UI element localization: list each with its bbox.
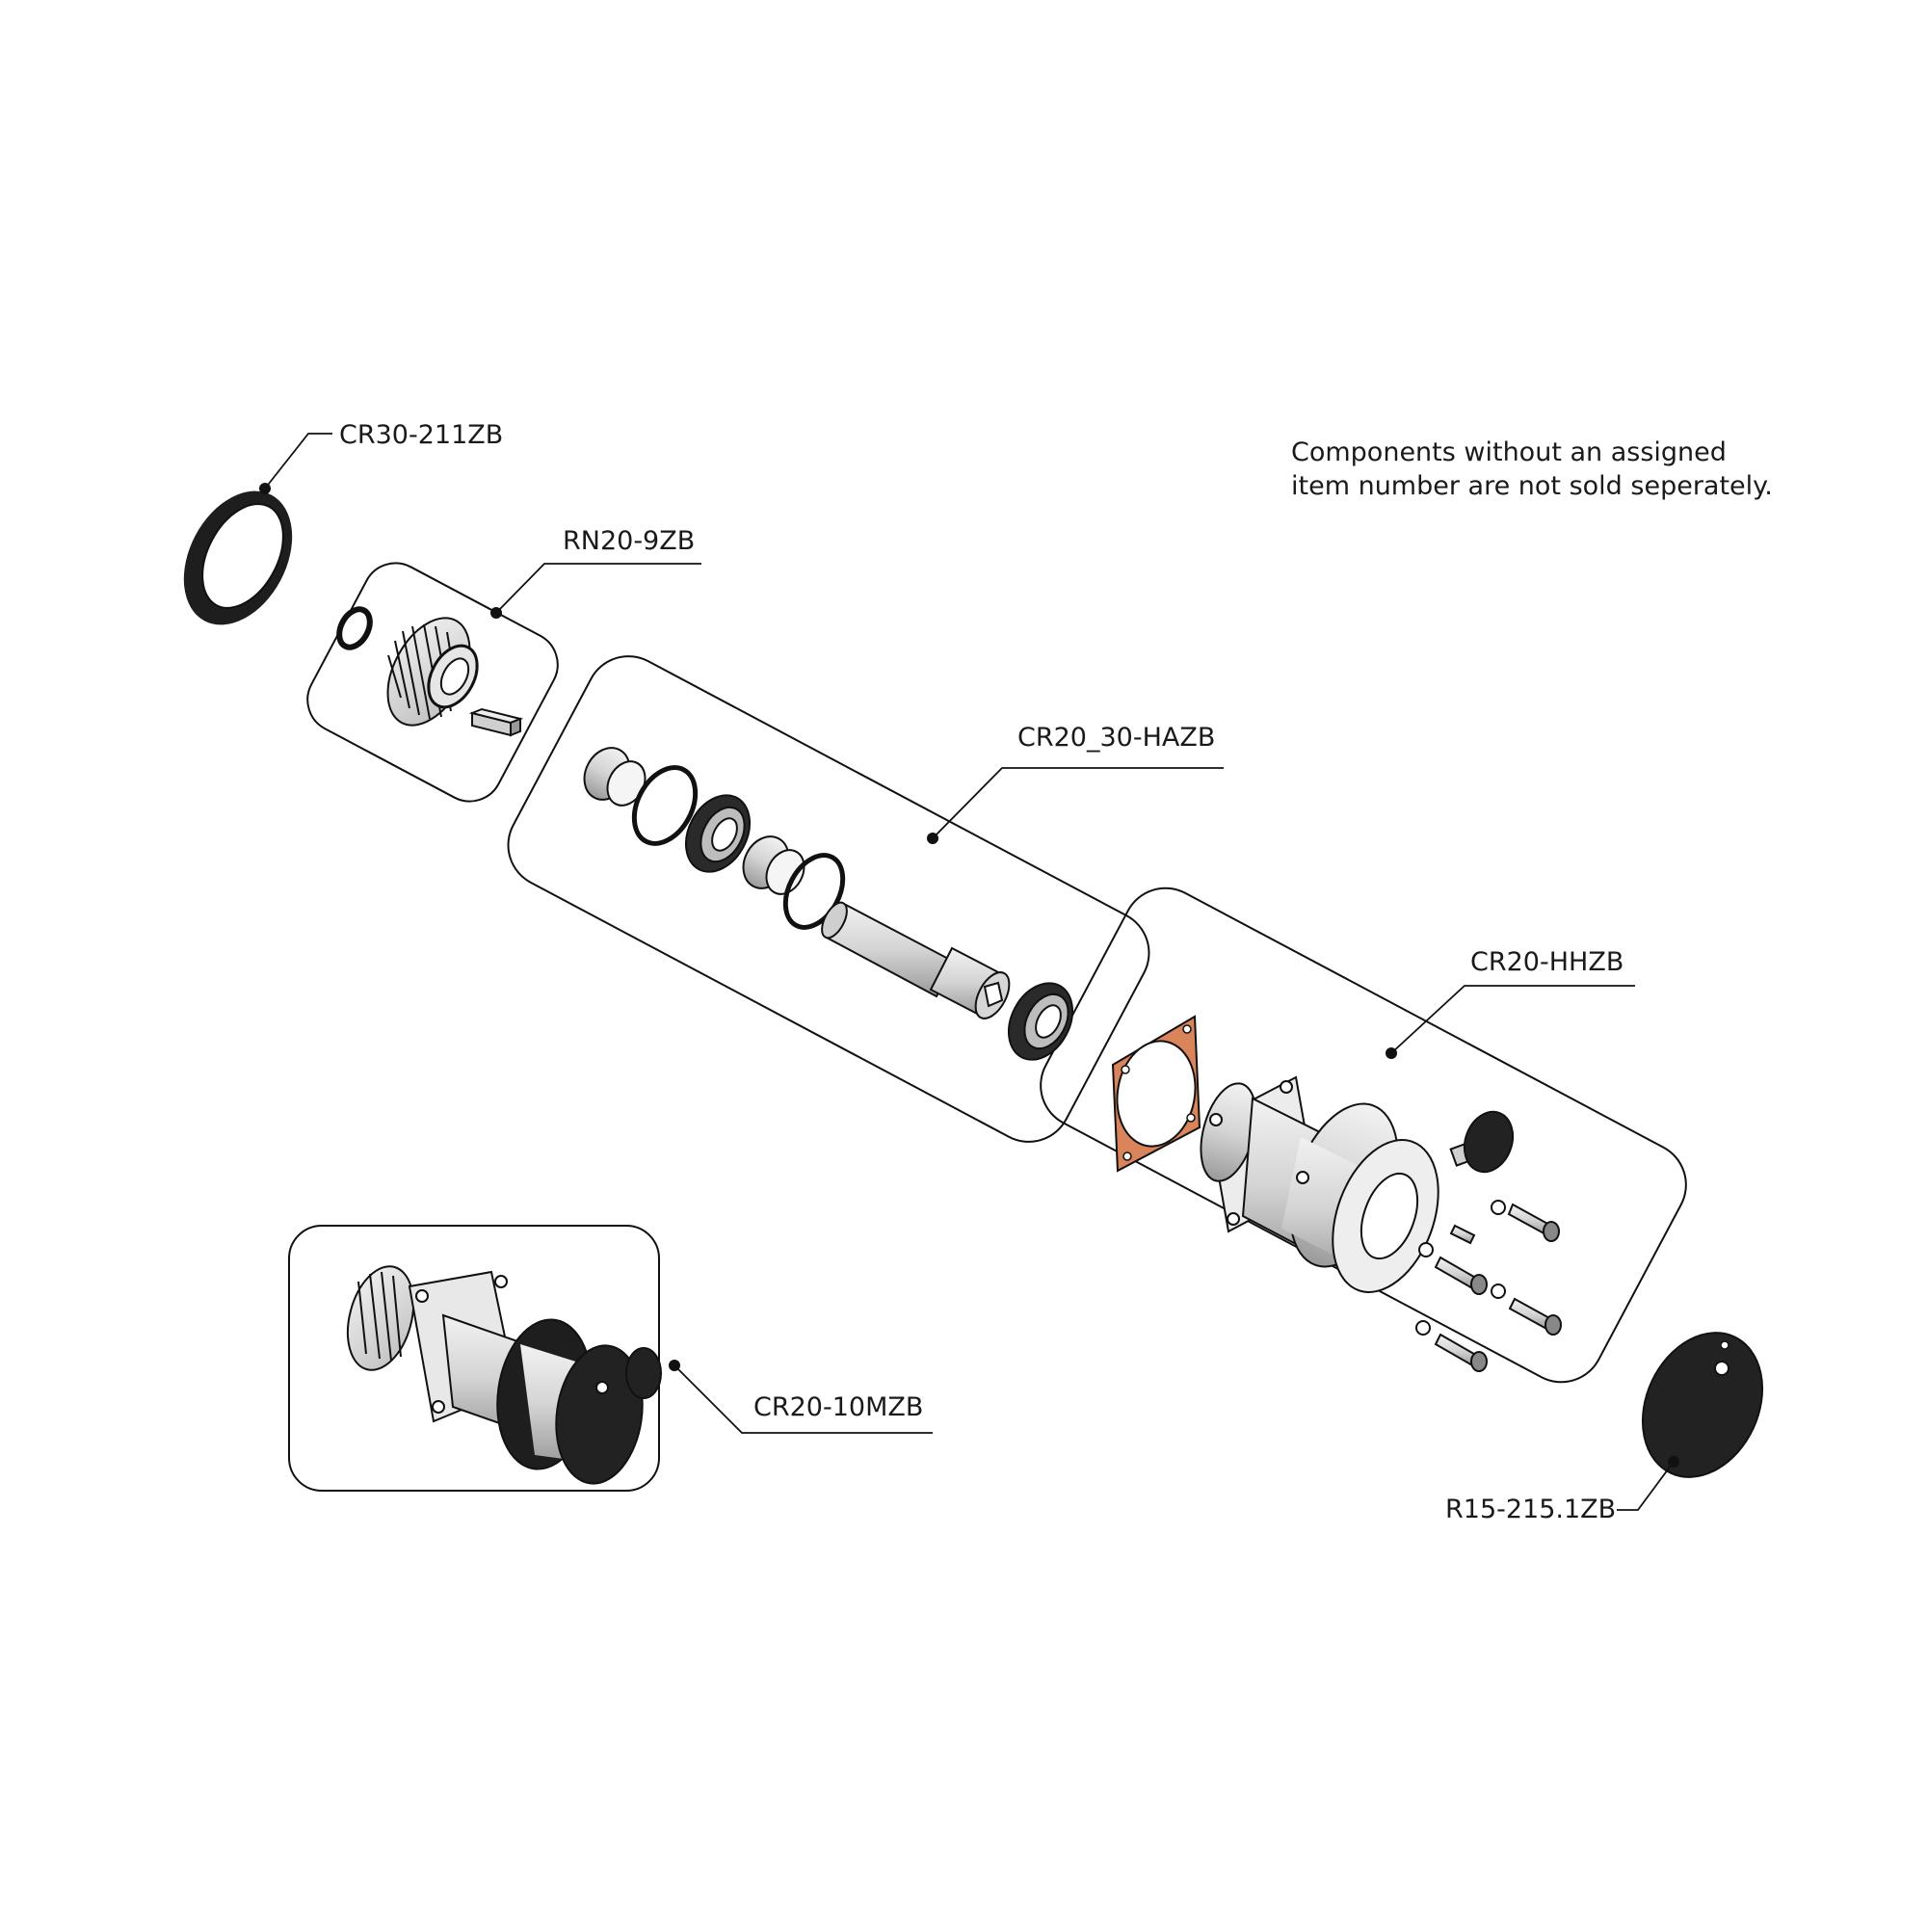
screw-set	[1415, 1200, 1562, 1372]
leader-housing-kit	[1390, 985, 1635, 1054]
callout-ring: CR30-211ZB	[339, 420, 504, 450]
callout-gear-kit: RN20-9ZB	[563, 526, 696, 556]
leader-shaft-kit	[932, 767, 1224, 839]
leader-dot-ring	[259, 483, 271, 494]
callout-housing-kit: CR20-HHZB	[1470, 947, 1624, 977]
group-frame-motor-assembly	[288, 1225, 660, 1492]
adjustment-knob	[1449, 1110, 1515, 1174]
leader-dot-motor	[669, 1360, 680, 1371]
drive-shaft	[821, 901, 1011, 1019]
gasket	[1111, 1015, 1201, 1173]
circlip-1	[631, 765, 699, 846]
bearing-housing	[1200, 1075, 1439, 1293]
motor-assembly	[346, 1265, 662, 1485]
disclaimer-line-2: item number are not sold seperately.	[1291, 471, 1773, 501]
callout-shaft-kit: CR20_30-HAZB	[1017, 723, 1216, 753]
leader-dot-housing-kit	[1386, 1047, 1397, 1059]
leader-dots	[259, 483, 1679, 1468]
callout-motor-assembly: CR20-10MZB	[753, 1392, 924, 1422]
leader-lines	[264, 433, 1675, 1511]
leader-dot-gear-kit	[490, 607, 502, 619]
callout-cover: R15-215.1ZB	[1445, 1495, 1617, 1524]
spacer-sleeve-2	[742, 835, 805, 895]
group-frame-shaft-kit	[507, 655, 1150, 1143]
key-pin	[468, 707, 524, 737]
leader-gear-kit	[495, 563, 701, 614]
ball-bearing-2	[1007, 982, 1074, 1061]
ball-bearing-1	[684, 794, 752, 873]
leader-dot-cover	[1668, 1456, 1679, 1468]
disclaimer-line-1: Components without an assigned	[1291, 437, 1727, 467]
spacer-sleeve-1	[583, 747, 647, 807]
end-cover	[1641, 1332, 1764, 1478]
snap-ring-small	[336, 606, 373, 650]
leader-cover	[1617, 1461, 1675, 1511]
leader-ring	[264, 433, 332, 490]
retaining-ring-large	[183, 490, 293, 625]
leader-motor	[673, 1364, 933, 1434]
leader-dot-shaft-kit	[927, 833, 938, 844]
bevel-gear	[386, 617, 479, 727]
disclaimer-note: Components without an assigned item numb…	[1291, 436, 1773, 503]
